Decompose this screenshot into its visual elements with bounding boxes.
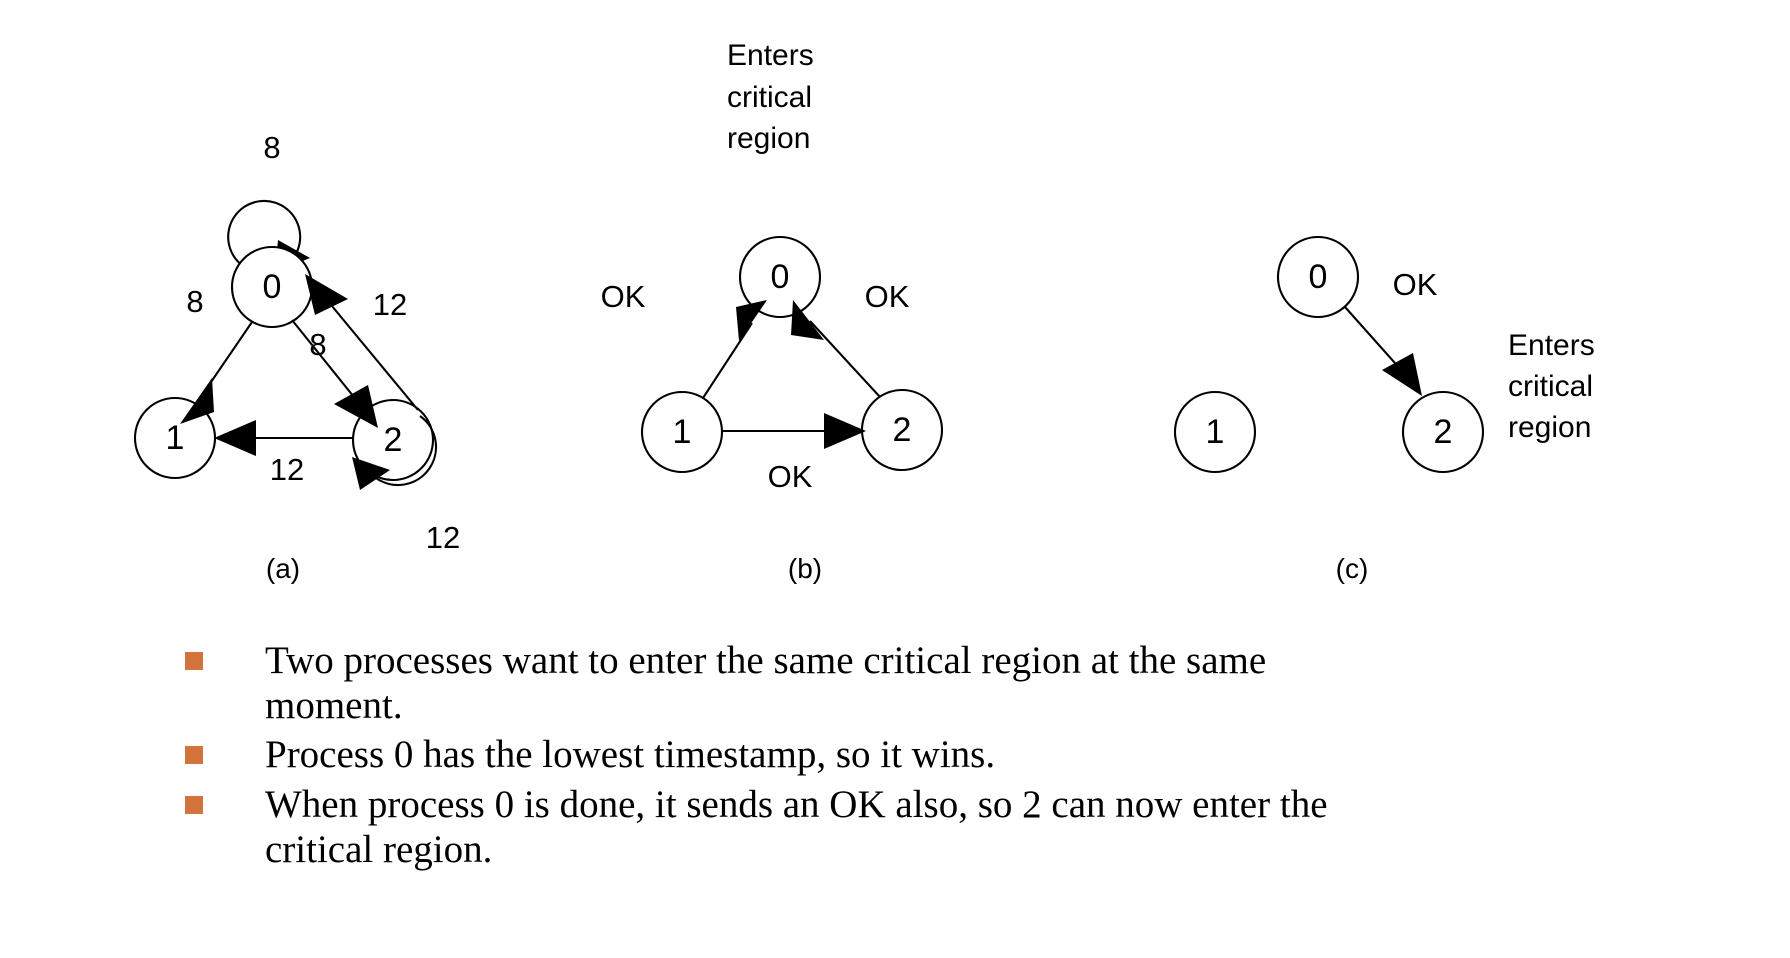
panel-a-caption: (a) [266,553,300,584]
panel-b-node-1-label: 1 [673,413,692,451]
panel-b-node-2-label: 2 [893,411,912,449]
list-item: Two processes want to enter the same cri… [185,638,1665,728]
distributed-mutual-exclusion-diagram: 0 1 2 [133,39,1595,584]
panel-a-node-2-label: 2 [384,421,403,459]
panel-c-node-0-label: 0 [1309,258,1328,296]
panel-c-node-0 [1276,235,1360,319]
panel-b-node-0 [738,235,822,319]
panel-c: 0 1 2 OK Enters critical region (c) [1173,235,1595,584]
panel-c-node-1 [1173,390,1257,474]
panel-c-edge-0-to-2 [1344,306,1404,373]
panel-a-label-self-loop-top: 8 [263,130,280,165]
panel-a-edge-2-to-0 [321,293,419,411]
panel-b-annotation-line-2: critical [727,81,812,114]
panel-c-node-2 [1401,390,1485,474]
bullet-text: Two processes want to enter the same cri… [265,639,1267,728]
panel-c-caption: (c) [1336,553,1369,584]
panel-c-node-1-label: 1 [1206,413,1225,451]
list-item: Process 0 has the lowest timestamp, so i… [185,732,1665,777]
bullet-square-icon [185,652,203,670]
panel-c-node-2-label: 2 [1434,413,1453,451]
panel-a-edge-2-to-0-arrowhead [305,274,348,315]
panel-b-edge-2-to-0 [809,320,881,398]
figure-area: 0 1 2 [133,39,1595,584]
panel-b: Enters critical region 0 1 2 [601,39,944,584]
panel-a-self-loop-node0-arc [227,199,302,269]
panel-b-annotation-line-1: Enters [727,39,814,72]
panel-a-edge-0-to-1-arrowhead [180,378,214,424]
panel-a-label-self-loop-bottom: 12 [426,520,460,555]
panel-c-annotation-line-2: critical [1508,370,1593,403]
panel-a-self-loop-node2-arc [375,415,438,487]
panel-c-annotation-line-3: region [1508,411,1591,444]
bullet-square-icon [185,795,203,814]
panel-b-node-0-label: 0 [771,258,790,296]
panel-b-label-ok-right: OK [865,279,910,314]
panel-c-label-ok: OK [1393,267,1438,302]
panel-a-label-edge-0-1: 8 [186,284,203,319]
panel-b-label-ok-bottom: OK [768,459,813,494]
panel-a-label-edge-2-1: 12 [270,452,304,487]
panel-a-self-loop-node2-arrowhead [352,457,390,490]
panel-b-caption: (b) [788,553,822,584]
panel-b-label-ok-left: OK [601,279,646,314]
bullet-square-icon [185,746,203,765]
panel-b-edge-1-to-2-arrowhead [824,413,866,449]
bullet-text: Process 0 has the lowest timestamp, so i… [265,733,996,777]
panel-b-edge-1-to-0-arrowhead [736,300,767,341]
panel-b-edge-1-to-0 [702,322,753,399]
list-item: When process 0 is done, it sends an OK a… [185,782,1665,872]
panel-a-node-1-label: 1 [166,419,185,457]
bullet-list: Two processes want to enter the same cri… [185,638,1665,876]
bullet-text: When process 0 is done, it sends an OK a… [265,782,1328,871]
panel-b-annotation-line-3: region [727,122,810,155]
panel-a-node-0-label: 0 [263,268,282,306]
panel-a-edge-2-to-1-arrowhead [214,420,256,456]
panel-a: 0 1 2 [133,130,460,584]
panel-a-edge-0-to-2-arrowhead [334,385,378,428]
panel-a-label-edge-0-2: 8 [309,327,326,362]
panel-c-annotation-line-1: Enters [1508,329,1595,362]
panel-b-edge-2-to-0-arrowhead [791,300,824,340]
panel-a-label-edge-2-0: 12 [373,287,407,322]
panel-c-edge-0-to-2-arrowhead [1382,353,1422,396]
